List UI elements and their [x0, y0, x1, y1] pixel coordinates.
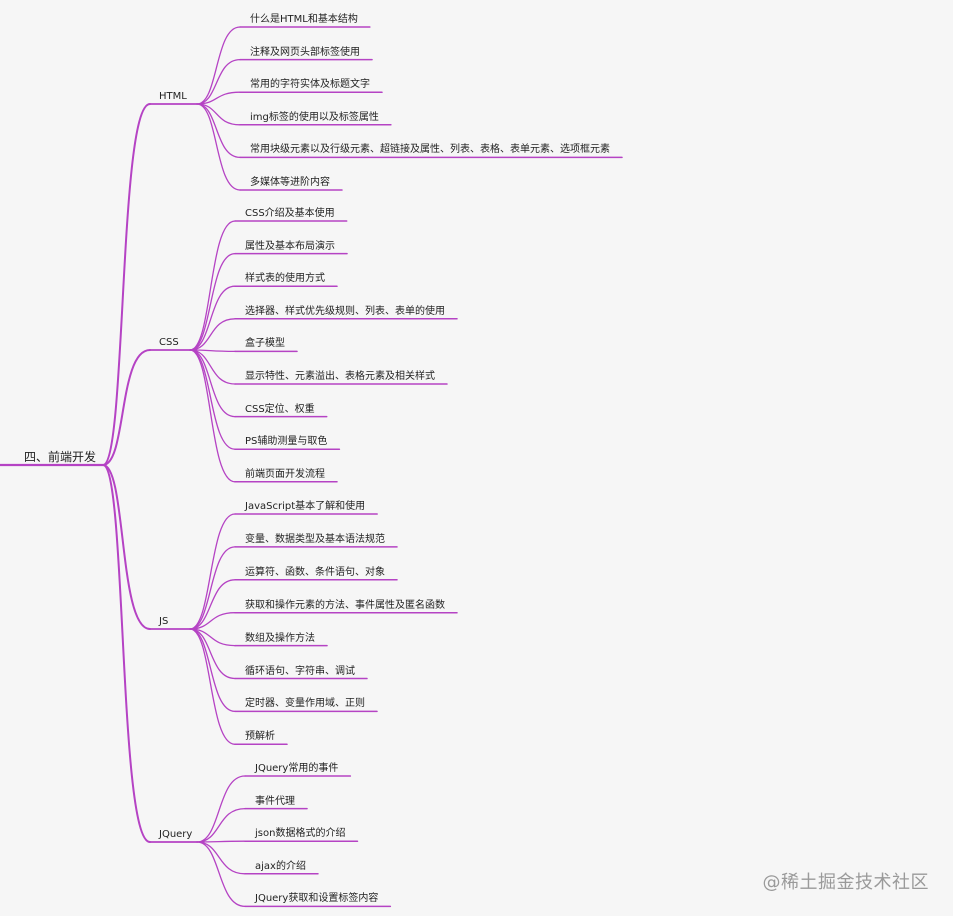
css-leaf-connector — [189, 349, 236, 483]
jquery-leaf-connector — [196, 840, 246, 843]
html-leaf-connector — [196, 103, 241, 159]
root-to-css-connector — [102, 349, 151, 466]
css-leaf-label[interactable]: CSS介绍及基本使用 — [245, 208, 335, 219]
js-leaf-connector — [189, 579, 236, 630]
js-leaf-label[interactable]: 数组及操作方法 — [245, 632, 315, 644]
css-leaf-label[interactable]: 盒子模型 — [245, 338, 285, 350]
html-leaf-label[interactable]: 常用的字符实体及标题文字 — [250, 79, 370, 91]
js-leaf-connector — [189, 628, 236, 713]
jquery-leaf-label[interactable]: ajax的介绍 — [255, 860, 306, 872]
root-to-js-connector — [102, 464, 151, 630]
css-leaf-connector — [189, 349, 236, 450]
css-leaf-label[interactable]: 样式表的使用方式 — [245, 273, 325, 285]
html-leaf-label[interactable]: 什么是HTML和基本结构 — [250, 14, 358, 25]
js-leaf-label[interactable]: 变量、数据类型及基本语法规范 — [245, 533, 385, 545]
html-leaf-connector — [196, 103, 241, 191]
html-leaf-connector — [196, 26, 241, 105]
js-leaf-connector — [189, 612, 236, 630]
html-leaf-label[interactable]: 多媒体等进阶内容 — [250, 177, 330, 188]
css-leaf-connector — [189, 349, 236, 385]
css-leaf-connector — [189, 318, 236, 351]
js-leaf-label[interactable]: 循环语句、字符串、调试 — [245, 665, 355, 677]
jquery-leaf-label[interactable]: JQuery常用的事件 — [255, 763, 339, 774]
js-leaf-label[interactable]: JavaScript基本了解和使用 — [245, 501, 366, 512]
jquery-leaf-connector — [196, 775, 246, 843]
root-to-html-connector — [102, 103, 151, 466]
css-leaf-label[interactable]: 属性及基本布局演示 — [245, 240, 335, 252]
jquery-leaf-connector — [196, 841, 246, 875]
js-leaf-label[interactable]: 运算符、函数、条件语句、对象 — [245, 566, 385, 578]
root-to-jquery-connector — [102, 464, 151, 843]
watermark: @稀土掘金技术社区 — [762, 872, 929, 893]
jquery-leaf-label[interactable]: 事件代理 — [255, 795, 295, 807]
js-leaf-label[interactable]: 获取和操作元素的方法、事件属性及匿名函数 — [245, 599, 445, 611]
css-leaf-label[interactable]: 显示特性、元素溢出、表格元素及相关样式 — [245, 371, 435, 382]
html-leaf-connector — [196, 58, 241, 105]
css-leaf-label[interactable]: PS辅助测量与取色 — [245, 436, 328, 448]
jquery-leaf-connector — [196, 807, 246, 843]
js-leaf-label[interactable]: 定时器、变量作用域、正则 — [245, 698, 365, 710]
root-node-label[interactable]: 四、前端开发 — [24, 450, 97, 464]
branch-html-label[interactable]: HTML — [159, 91, 187, 102]
js-leaf-connector — [189, 628, 236, 745]
css-leaf-label[interactable]: 选择器、样式优先级规则、列表、表单的使用 — [245, 305, 445, 317]
html-leaf-connector — [196, 91, 241, 105]
branch-jquery-label[interactable]: JQuery — [159, 829, 193, 840]
branch-js-label[interactable]: JS — [159, 616, 169, 627]
css-leaf-label[interactable]: CSS定位、权重 — [245, 403, 315, 415]
jquery-leaf-label[interactable]: JQuery获取和设置标签内容 — [255, 893, 379, 905]
css-leaf-label[interactable]: 前端页面开发流程 — [245, 468, 325, 480]
html-leaf-label[interactable]: 注释及网页头部标签使用 — [250, 46, 360, 58]
branch-css-label[interactable]: CSS — [159, 337, 179, 348]
jquery-leaf-connector — [196, 841, 246, 908]
css-leaf-connector — [189, 285, 236, 351]
html-leaf-label[interactable]: 常用块级元素以及行级元素、超链接及属性、列表、表格、表单元素、选项框元素 — [250, 144, 610, 156]
css-leaf-connector — [189, 252, 236, 351]
js-leaf-connector — [189, 546, 236, 630]
css-leaf-connector — [189, 220, 236, 351]
js-leaf-connector — [189, 628, 236, 680]
js-leaf-connector — [189, 513, 236, 630]
js-leaf-label[interactable]: 预解析 — [245, 731, 275, 743]
html-leaf-label[interactable]: img标签的使用以及标签属性 — [250, 111, 379, 123]
jquery-leaf-label[interactable]: json数据格式的介绍 — [255, 828, 346, 840]
